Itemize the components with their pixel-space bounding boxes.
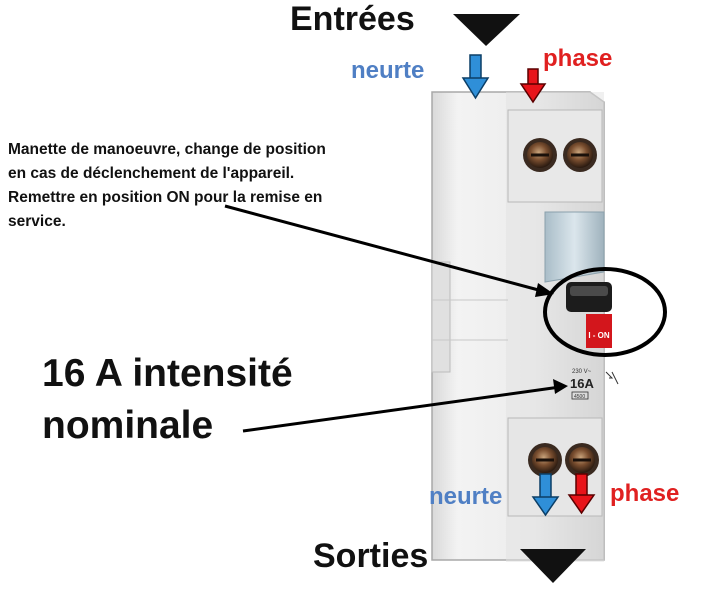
operating-handle: I - ON [566,282,612,348]
inputs-title: Entrées [290,0,415,38]
handle-note-line: en cas de déclenchement de l'appareil. [8,165,295,182]
handle-note-line: service. [8,213,66,230]
outputs-triangle-icon [520,549,586,583]
top-phase-label: phase [543,45,613,72]
handle-window [544,211,605,283]
voltage-marking: 230 V~ [572,369,592,375]
rating-note-line: 16 A intensité [42,352,293,395]
bottom-neutral-label: neurte [429,483,503,510]
rating-pointer-arrow [242,379,568,433]
handle-highlight-circle [543,267,667,357]
bottom-terminal-screws [528,443,599,477]
bottom-phase-arrow-icon [567,473,596,515]
handle-pointer-arrow [224,204,554,297]
top-neutral-arrow-icon [461,54,490,100]
rating-plate: 230 V~ 16A 4500 [570,369,619,400]
handle-note: Manette de manoeuvre, change de position… [8,138,388,234]
rating-note-line: nominale [42,404,214,447]
inputs-triangle-icon [453,14,520,46]
handle-note-line: Remettre en position ON pour la remise e… [8,189,323,206]
bottom-phase-label: phase [610,480,680,507]
bottom-neutral-arrow-icon [531,473,560,517]
outputs-title: Sorties [313,537,429,575]
handle-note-line: Manette de manoeuvre, change de position [8,141,326,158]
on-marking: I - ON [588,331,610,340]
top-neutral-label: neurte [351,57,425,84]
top-terminal-screws [523,138,597,172]
rating-note: 16 A intensité nominale [42,348,293,452]
code-marking: 4500 [574,394,585,400]
rating-marking: 16A [570,376,594,391]
top-phase-arrow-icon [519,68,547,104]
